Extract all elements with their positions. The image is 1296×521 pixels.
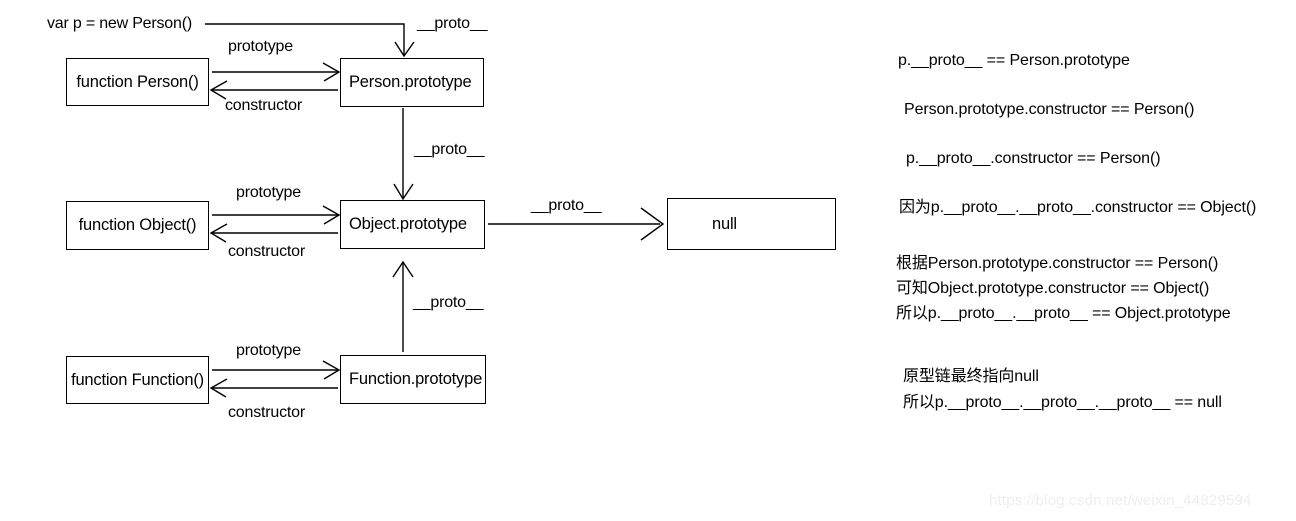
annotation-line-2: Person.prototype.constructor == Person() (904, 101, 1195, 118)
node-label: function Function() (71, 370, 204, 389)
annotation-line-1: p.__proto__ == Person.prototype (898, 52, 1130, 69)
arrowhead-object-proto-to-null (640, 207, 665, 241)
arrowhead-person-prototype (322, 62, 341, 82)
node-label: function Object() (78, 216, 197, 234)
label-proto-function-to-object: __proto__ (413, 294, 484, 311)
annotation-line-3: p.__proto__.constructor == Person() (906, 150, 1161, 167)
arrowhead-person-proto-to-object-proto (393, 183, 414, 201)
annotation-line-9: 所以p.__proto__.__proto__.__proto__ == nul… (903, 394, 1222, 411)
annotation-line-5: 根据Person.prototype.constructor == Person… (896, 255, 1219, 272)
watermark: https://blog.csdn.net/weixin_44829594 (989, 492, 1252, 509)
node-label: Object.prototype (349, 215, 467, 233)
label-prototype-object: prototype (236, 184, 301, 201)
node-function-person[interactable]: function Person() (66, 58, 209, 106)
annotation-line-6: 可知Object.prototype.constructor == Object… (896, 280, 1210, 297)
node-person-prototype[interactable]: Person.prototype (340, 58, 484, 107)
node-object-prototype[interactable]: Object.prototype (340, 200, 485, 249)
node-label: Function.prototype (349, 370, 483, 388)
node-function-function[interactable]: function Function() (66, 356, 209, 404)
node-function-prototype[interactable]: Function.prototype (340, 355, 486, 404)
annotation-line-8: 原型链最终指向null (903, 368, 1039, 385)
label-var-declaration: var p = new Person() (47, 15, 192, 32)
label-proto-object-to-null: __proto__ (531, 197, 602, 214)
node-label: function Person() (76, 72, 199, 91)
arrowhead-function-constructor (209, 378, 228, 398)
arrowhead-object-constructor (209, 223, 228, 243)
label-constructor-function: constructor (228, 404, 305, 421)
arrowhead-object-prototype (322, 205, 341, 225)
node-null[interactable]: null (667, 198, 836, 250)
annotation-line-7: 所以p.__proto__.__proto__ == Object.protot… (896, 305, 1231, 322)
arrowhead-function-proto-to-object-proto (392, 260, 414, 278)
annotation-line-4: 因为p.__proto__.__proto__.constructor == O… (899, 199, 1257, 216)
label-constructor-object: constructor (228, 243, 305, 260)
arrowhead-var-to-person-proto (394, 41, 415, 58)
arrowhead-function-prototype (322, 360, 341, 380)
node-function-object[interactable]: function Object() (66, 201, 209, 250)
label-prototype-function: prototype (236, 342, 301, 359)
label-prototype-person: prototype (228, 38, 293, 55)
label-proto-person-to-object: __proto__ (414, 141, 485, 158)
node-label: Person.prototype (349, 73, 472, 91)
label-proto-top: __proto__ (417, 15, 488, 32)
node-label: null (712, 214, 737, 233)
label-constructor-person: constructor (225, 97, 302, 114)
